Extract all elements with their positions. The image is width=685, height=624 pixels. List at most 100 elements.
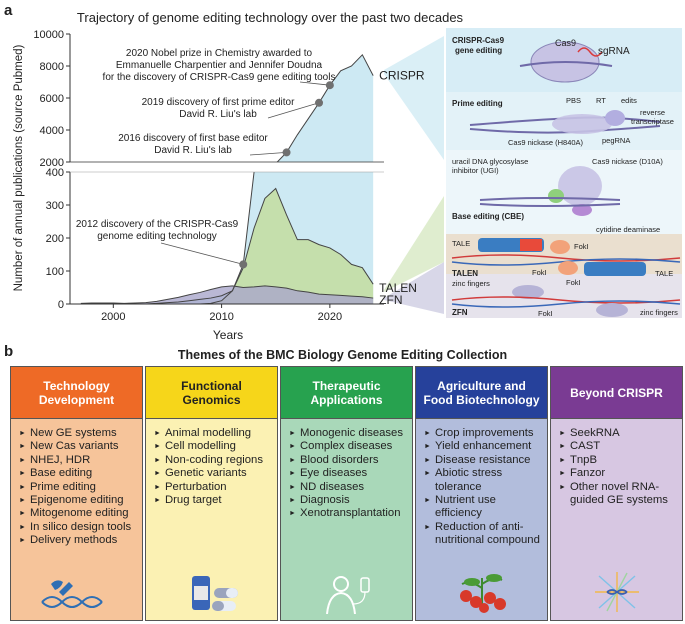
talen-dna2-icon	[451, 258, 681, 266]
crispr-diagram-title2: gene editing	[455, 46, 502, 55]
edits-label: edits	[621, 96, 637, 105]
theme-item: ND diseases	[289, 481, 406, 495]
theme-item-list: Monogenic diseasesComplex diseasesBlood …	[281, 419, 412, 521]
theme-item: Mitogenome editing	[19, 507, 136, 521]
y-tick-lower-label: 100	[46, 266, 64, 278]
tomato-plant-icon	[416, 570, 547, 614]
theme-item: Crop improvements	[424, 427, 541, 441]
theme-item: Cell modelling	[154, 440, 271, 454]
talen-line	[80, 187, 374, 304]
crispr-line-upper	[276, 53, 374, 162]
x-tick-label: 2020	[318, 311, 342, 323]
theme-item: Perturbation	[154, 481, 271, 495]
annotation-prime-line2: David R. Liu's lab	[179, 109, 257, 120]
zf-array-left-icon	[512, 285, 544, 299]
crispr-diagram-title1: CRISPR-Cas9	[452, 36, 505, 45]
ugi-label-line2: inhibitor (UGI)	[452, 166, 499, 175]
y-tick-upper-label: 8000	[40, 61, 64, 73]
theme-column-title: Therapeutic Applications	[281, 367, 412, 419]
theme-item-list: SeekRNACASTTnpBFanzorOther novel RNA-gui…	[551, 419, 682, 507]
annotation-leader-line	[160, 242, 244, 265]
annotation-nobel-line1: 2020 Nobel prize in Chemistry awarded to	[126, 48, 313, 59]
prime-editor-icon	[552, 114, 612, 134]
theme-column: Beyond CRISPRSeekRNACASTTnpBFanzorOther …	[550, 366, 683, 621]
talen-connector	[384, 196, 444, 292]
diagram-connectors	[384, 36, 444, 314]
theme-item: Genetic variants	[154, 467, 271, 481]
zf-label-left: zinc fingers	[452, 279, 490, 288]
zfn-foki-bottom-label: FokI	[538, 309, 553, 318]
zf-array-right-icon	[596, 303, 628, 317]
theme-item: Disease resistance	[424, 454, 541, 468]
patient-iv-icon	[281, 570, 412, 614]
pbs-label: PBS	[566, 96, 581, 105]
crispr-connector	[384, 36, 444, 160]
talen-diagram-title: TALEN	[452, 269, 478, 278]
tale-label-left: TALE	[452, 239, 470, 248]
annotation-base-line2: David R. Liu's lab	[154, 145, 232, 156]
y-axis-label: Number of annual publications (source Pu…	[13, 44, 25, 291]
theme-column: Technology DevelopmentNew GE systemsNew …	[10, 366, 143, 621]
theme-item: TnpB	[559, 454, 676, 468]
theme-item: Base editing	[19, 467, 136, 481]
theme-item: Drug target	[154, 494, 271, 508]
genome-editing-chart: Trajectory of genome editing technology …	[13, 10, 682, 340]
y-tick-lower-label: 0	[58, 299, 64, 311]
foki-top-icon	[550, 240, 570, 254]
ugi-label-line1: uracil DNA glycosylase	[452, 157, 528, 166]
zfn-line	[80, 285, 374, 304]
tale-array-left-stripes-icon	[520, 239, 542, 251]
foki-bottom-label: FokI	[532, 268, 547, 277]
pills-icon	[146, 570, 277, 614]
theme-item: SeekRNA	[559, 427, 676, 441]
y-tick-upper-label: 4000	[40, 125, 64, 137]
panel-b-label: b	[4, 343, 14, 360]
base-nickase-label: Cas9 nickase (D10A)	[592, 157, 663, 166]
panel-a-label: a	[4, 2, 13, 19]
theme-item: Abiotic stress tolerance	[424, 467, 541, 494]
milestone-marker	[282, 148, 291, 157]
talen-dna-icon	[451, 254, 681, 262]
theme-item: Yield enhancement	[424, 440, 541, 454]
annotation-prime-line1: 2019 discovery of first prime editor	[142, 97, 296, 108]
series-label-zfn: ZFN	[379, 293, 402, 307]
theme-item-list: New GE systemsNew Cas variantsNHEJ, HDRB…	[11, 419, 142, 548]
theme-column: Agriculture and Food BiotechnologyCrop i…	[415, 366, 548, 621]
theme-column-title: Functional Genomics	[146, 367, 277, 419]
theme-column: Functional GenomicsAnimal modellingCell …	[145, 366, 278, 621]
theme-item: CAST	[559, 440, 676, 454]
theme-item: Other novel RNA-guided GE systems	[559, 481, 676, 508]
annotation-crispr2012-line2: genome editing technology	[97, 231, 217, 242]
collection-title: Themes of the BMC Biology Genome Editing…	[177, 348, 508, 362]
annotation-crispr2012-line1: 2012 discovery of the CRISPR-Cas9	[76, 219, 239, 230]
theme-item: Non-coding regions	[154, 454, 271, 468]
base-editor-icon	[558, 166, 602, 206]
zfn-diagram-title: ZFN	[452, 308, 468, 317]
theme-item-list: Animal modellingCell modellingNon-coding…	[146, 419, 277, 508]
dna-strand-icon	[519, 61, 613, 67]
y-tick-lower-label: 300	[46, 200, 64, 212]
panel-a: a Trajectory of genome editing technolog…	[4, 2, 682, 340]
x-tick-label: 2000	[101, 311, 125, 323]
crispr-line-lower	[80, 172, 255, 304]
y-tick-lower-label: 200	[46, 233, 64, 245]
annotation-nobel-line3: for the discovery of CRISPR-Cas9 gene ed…	[103, 72, 336, 83]
sgrna-label: sgRNA	[598, 46, 630, 57]
foki-bottom-icon	[558, 261, 578, 275]
theme-item: Animal modelling	[154, 427, 271, 441]
ugi-protein-icon	[548, 189, 564, 203]
rt-label: RT	[596, 96, 606, 105]
annotation-leader-line	[267, 102, 320, 119]
theme-item: Fanzor	[559, 467, 676, 481]
rt-name-line1: reverse	[640, 108, 665, 117]
theme-item: In silico design tools	[19, 521, 136, 535]
zfn-connector	[384, 262, 444, 314]
theme-item: Reduction of anti-nutritional compound	[424, 521, 541, 548]
prime-nickase-label: Cas9 nickase (H840A)	[508, 138, 584, 147]
series-label-crispr: CRISPR	[379, 69, 425, 83]
zfn-foki-top-label: FokI	[566, 278, 581, 287]
theme-item: New Cas variants	[19, 440, 136, 454]
y-tick-upper-label: 10000	[33, 29, 64, 41]
theme-item: Prime editing	[19, 481, 136, 495]
tale-label-right: TALE	[655, 269, 673, 278]
